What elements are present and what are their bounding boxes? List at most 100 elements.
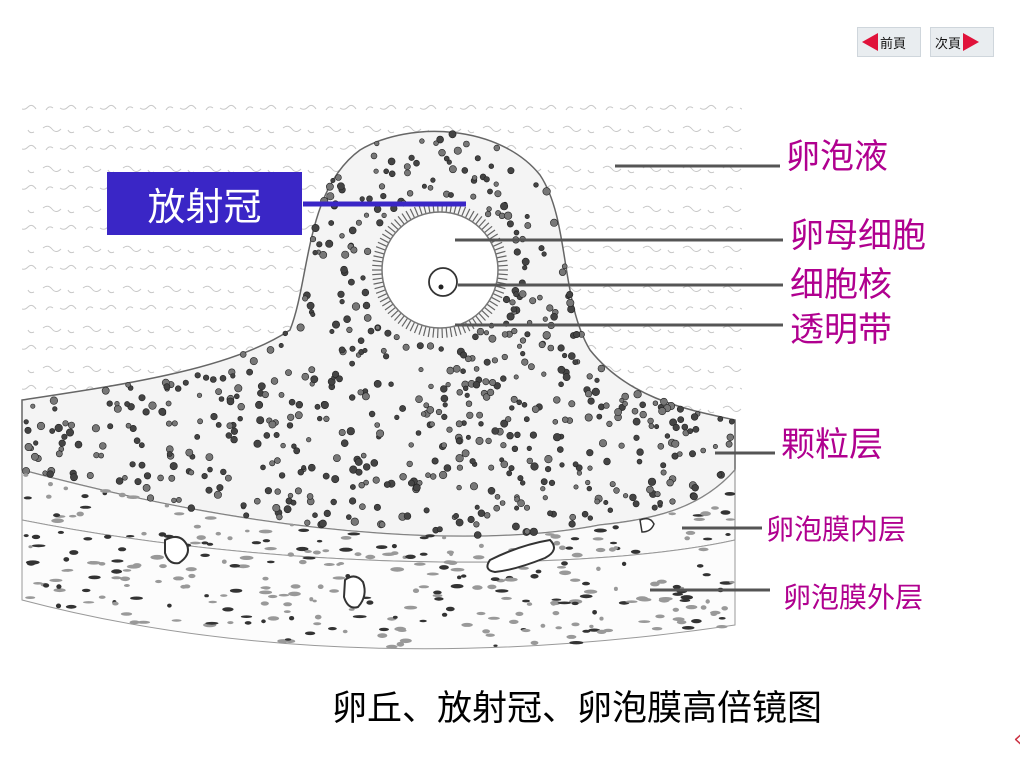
granulosa-cell <box>393 334 400 341</box>
granulosa-cell <box>484 512 491 519</box>
theca-cell <box>23 496 32 500</box>
granulosa-cell <box>340 439 349 448</box>
granulosa-cell <box>355 468 363 476</box>
granulosa-cell <box>725 440 733 448</box>
granulosa-cell <box>537 294 543 301</box>
granulosa-cell <box>529 431 538 439</box>
theca-cell <box>65 604 77 609</box>
arrow-left-icon <box>862 33 878 51</box>
granulosa-cell <box>138 461 146 469</box>
theca-cell <box>46 494 52 499</box>
granulosa-cell <box>581 510 589 518</box>
granulosa-cell <box>335 174 342 181</box>
granulosa-cell <box>403 163 411 170</box>
granulosa-cell <box>550 218 559 227</box>
granulosa-cell <box>376 219 384 227</box>
granulosa-cell <box>316 241 323 248</box>
prev-page-button[interactable]: 前頁 <box>857 27 921 57</box>
granulosa-cell <box>446 366 455 375</box>
granulosa-cell <box>510 395 518 403</box>
theca-cell <box>313 622 322 626</box>
granulosa-cell <box>544 466 552 473</box>
theca-cell <box>167 603 172 608</box>
next-page-label: 次頁 <box>935 36 962 52</box>
granulosa-cell <box>584 413 593 422</box>
granulosa-cell <box>514 431 521 438</box>
theca-cell <box>570 578 581 582</box>
zona-ray <box>494 289 505 294</box>
granulosa-cell <box>272 503 281 512</box>
granulosa-cell <box>339 299 345 305</box>
granulosa-cell <box>500 442 507 449</box>
theca-cell <box>696 564 704 568</box>
zona-ray <box>432 327 435 338</box>
granulosa-cell <box>521 257 530 266</box>
theca-cell <box>589 624 594 629</box>
zona-ray <box>496 255 507 259</box>
granulosa-cell <box>413 483 421 492</box>
theca-cell <box>339 547 353 552</box>
granulosa-cell <box>402 343 410 351</box>
granulosa-cell <box>124 401 130 407</box>
theca-cell <box>188 573 196 579</box>
theca-cell <box>316 539 323 543</box>
theca-cell <box>57 530 64 534</box>
granulosa-cell <box>648 423 655 429</box>
granulosa-cell <box>529 527 538 536</box>
theca-cell <box>290 584 301 589</box>
chevron-left-icon[interactable]: ‹ <box>1013 727 1022 752</box>
granulosa-cell <box>448 130 457 139</box>
zona-ray <box>373 255 384 259</box>
theca-cell <box>530 640 539 646</box>
zona-ray <box>390 222 399 231</box>
granulosa-cell <box>456 484 462 491</box>
granulosa-cell <box>66 428 75 437</box>
granulosa-cell <box>513 291 519 298</box>
theca-cell <box>442 536 447 540</box>
granulosa-cell <box>500 202 509 211</box>
zona-ray <box>372 259 383 263</box>
granulosa-cell <box>330 498 337 506</box>
granulosa-cell <box>609 481 616 488</box>
theca-cell <box>556 566 567 569</box>
granulosa-cell <box>368 410 376 418</box>
granulosa-cell <box>568 400 576 408</box>
granulosa-cell <box>423 402 430 409</box>
theca-cell <box>693 517 705 522</box>
granulosa-cell <box>266 346 275 354</box>
granulosa-cell <box>339 233 345 239</box>
theca-cell <box>185 567 197 572</box>
theca-cell <box>342 629 348 634</box>
granulosa-cell <box>558 268 567 276</box>
granulosa-cell <box>475 436 484 445</box>
granulosa-cell <box>540 486 546 492</box>
theca-cell <box>348 608 355 611</box>
granulosa-cell <box>428 383 434 390</box>
granulosa-cell <box>226 422 234 430</box>
theca-cell <box>278 593 290 597</box>
granulosa-cell <box>374 140 380 147</box>
theca-cell <box>352 615 367 619</box>
granulosa-cell <box>460 351 468 359</box>
next-page-button[interactable]: 次頁 <box>930 27 994 57</box>
zona-ray <box>409 208 416 219</box>
theca-cell <box>561 561 568 566</box>
theca-cell <box>284 638 292 641</box>
granulosa-cell <box>618 442 625 449</box>
granulosa-cell <box>511 445 519 452</box>
granulosa-cell <box>276 513 283 521</box>
theca-cell <box>391 544 397 549</box>
granulosa-cell <box>399 405 406 412</box>
granulosa-cell <box>542 316 548 322</box>
granulosa-cell <box>374 422 381 428</box>
granulosa-cell <box>566 298 575 307</box>
theca-cell <box>159 564 167 569</box>
theca-cell <box>404 605 418 610</box>
granulosa-cell <box>373 168 379 174</box>
theca-cell <box>260 586 271 590</box>
granulosa-cell <box>314 403 321 410</box>
theca-cell <box>441 612 448 617</box>
granulosa-cell <box>446 426 453 433</box>
theca-cell <box>509 619 519 625</box>
theca-cell <box>227 536 233 541</box>
